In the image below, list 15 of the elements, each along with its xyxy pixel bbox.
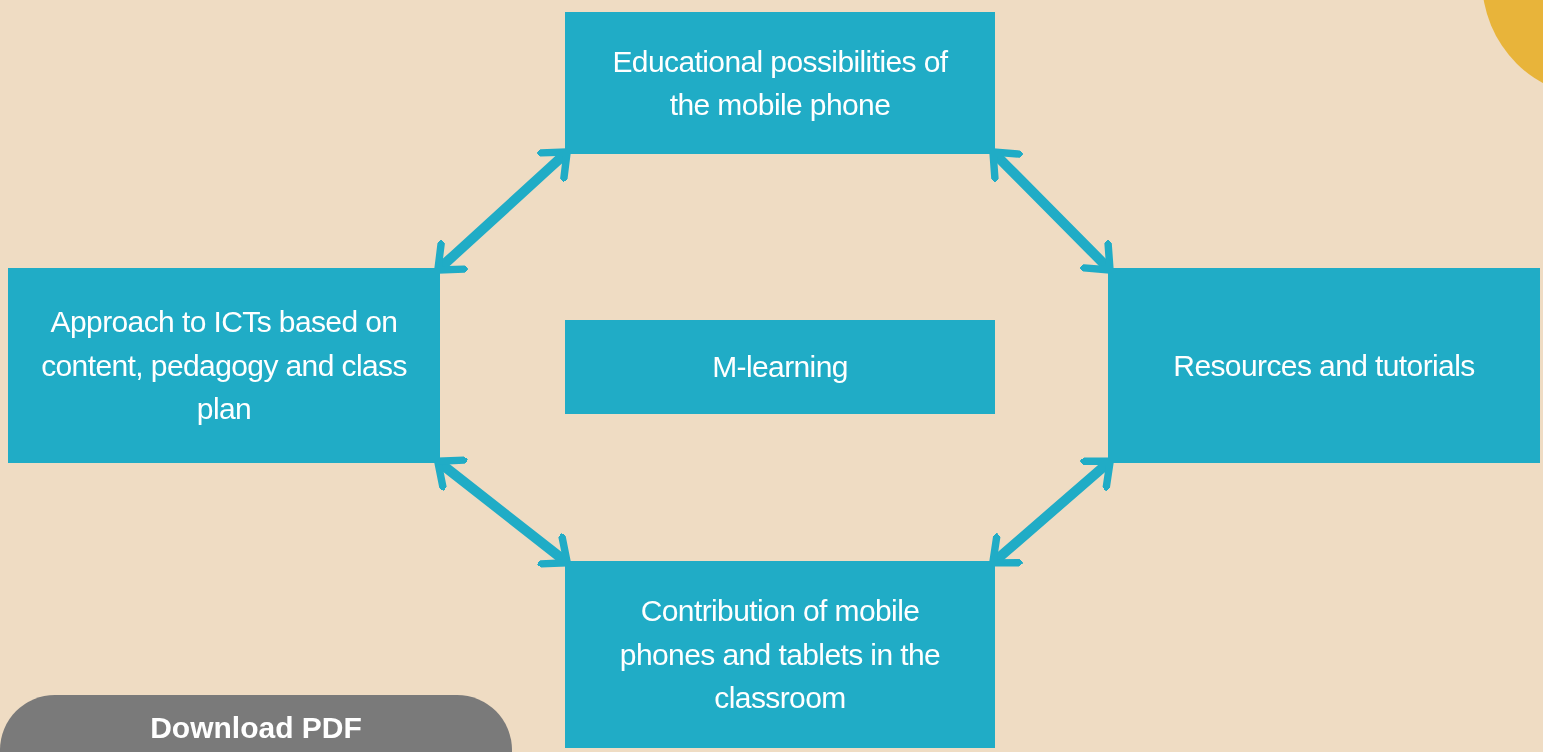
double-arrow xyxy=(434,456,571,568)
topic-box xyxy=(565,320,995,414)
topic-box xyxy=(8,268,440,463)
box-text: Approach to ICTs based on content, pedagogy and class plan xyxy=(40,304,408,428)
topic-box xyxy=(565,561,995,748)
box-text: Contribution of mobile phones and tablets in the classroom xyxy=(618,593,942,717)
box-text: M-learning xyxy=(712,349,848,386)
box-text: Resources and tutorials xyxy=(1173,347,1475,384)
box-text: Educational possibilities of the mobile phone xyxy=(611,43,949,123)
double-arrow xyxy=(434,148,571,274)
double-arrow xyxy=(989,148,1114,274)
download-button: Download PDF xyxy=(0,695,512,752)
topic-box xyxy=(565,12,995,154)
topic-box xyxy=(1108,268,1540,463)
double-arrow xyxy=(989,457,1114,567)
